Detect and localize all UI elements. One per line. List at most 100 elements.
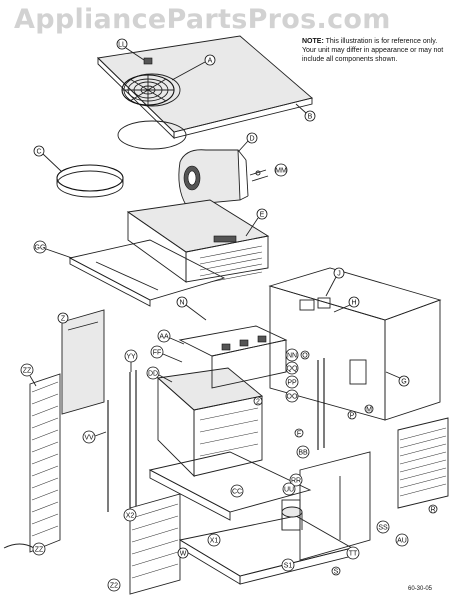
heat-exchanger bbox=[126, 199, 270, 283]
callout-pp: PP bbox=[285, 375, 299, 389]
callout-s: S bbox=[331, 566, 341, 576]
callout-x1: X1 bbox=[207, 533, 221, 547]
callout-g: G bbox=[385, 371, 410, 387]
callout-a: A bbox=[171, 54, 216, 81]
callout-zz-lower: ZZ bbox=[32, 542, 46, 556]
svg-text:R: R bbox=[430, 507, 435, 514]
svg-text:Z2: Z2 bbox=[110, 583, 118, 590]
callout-rr: RR bbox=[289, 473, 303, 487]
callout-o: O bbox=[300, 350, 310, 360]
callout-r: R bbox=[428, 504, 438, 514]
svg-text:W: W bbox=[180, 551, 187, 558]
svg-text:AA: AA bbox=[159, 334, 169, 341]
callout-c: C bbox=[33, 145, 63, 173]
left-access-panel bbox=[61, 309, 105, 415]
callout-j: J bbox=[325, 267, 345, 297]
svg-text:YY: YY bbox=[126, 354, 136, 361]
callout-bb: BB bbox=[296, 445, 310, 459]
callout-cc: CC bbox=[230, 484, 244, 498]
svg-text:F: F bbox=[297, 431, 301, 438]
compressor bbox=[281, 506, 303, 530]
note-heading: NOTE: bbox=[302, 38, 324, 45]
note-text: This illustration is for reference only.… bbox=[302, 38, 444, 63]
svg-text:RR: RR bbox=[291, 478, 301, 485]
callout-e: E bbox=[245, 208, 268, 237]
callout-ss: SS bbox=[376, 520, 390, 534]
right-lower-panel bbox=[299, 451, 371, 561]
callout-yy: YY bbox=[124, 349, 138, 372]
svg-text:SS: SS bbox=[378, 525, 388, 532]
svg-text:S1: S1 bbox=[284, 563, 293, 570]
svg-text:NN: NN bbox=[287, 353, 297, 360]
top-cover-panel bbox=[97, 35, 313, 150]
svg-text:CC: CC bbox=[232, 489, 242, 496]
control-box bbox=[178, 325, 288, 389]
svg-text:X1: X1 bbox=[210, 538, 219, 545]
callout-uu: UU bbox=[282, 482, 296, 496]
motor-bracket bbox=[249, 169, 269, 182]
callout-d: D bbox=[237, 132, 258, 153]
svg-text:X2: X2 bbox=[126, 513, 135, 520]
callout-nn: NN bbox=[285, 348, 299, 362]
watermark: AppliancePartsPros.com bbox=[14, 4, 391, 35]
callout-h: H bbox=[333, 296, 360, 313]
svg-text:UU: UU bbox=[284, 487, 294, 494]
svg-text:FF: FF bbox=[153, 350, 162, 357]
callout-oo: OO bbox=[285, 389, 299, 403]
svg-text:ZZ: ZZ bbox=[23, 368, 32, 375]
svg-text:TT: TT bbox=[349, 551, 358, 558]
svg-text:LL: LL bbox=[118, 42, 126, 49]
svg-text:E: E bbox=[260, 212, 265, 219]
svg-text:Z: Z bbox=[61, 316, 66, 323]
callout-x2: X2 bbox=[123, 508, 137, 522]
lead-line bbox=[3, 543, 35, 549]
svg-text:G: G bbox=[401, 379, 406, 386]
svg-text:P: P bbox=[350, 413, 355, 420]
svg-text:QQ: QQ bbox=[287, 366, 298, 373]
side-top-panel bbox=[68, 239, 226, 307]
svg-text:N: N bbox=[179, 300, 184, 307]
callouts: LL A B C D MM E GG J N H Z AA FF NN O YY… bbox=[20, 38, 438, 592]
callout-w: W bbox=[177, 547, 189, 559]
svg-text:PP: PP bbox=[287, 380, 297, 387]
callout-dd: DD bbox=[146, 366, 173, 383]
callout-b: B bbox=[295, 103, 316, 122]
svg-text:BB: BB bbox=[298, 450, 308, 457]
evaporator-coil bbox=[156, 367, 264, 478]
svg-text:J: J bbox=[337, 271, 341, 278]
svg-text:ZZ: ZZ bbox=[35, 547, 44, 554]
fan-grille bbox=[121, 57, 175, 106]
callout-f: F bbox=[294, 428, 304, 438]
reference-note: NOTE: This illustration is for reference… bbox=[302, 37, 452, 64]
left-condenser-coil bbox=[29, 373, 61, 553]
corner-posts bbox=[107, 358, 325, 512]
svg-text:2: 2 bbox=[256, 399, 260, 406]
svg-text:GG: GG bbox=[35, 245, 46, 252]
svg-text:C: C bbox=[36, 149, 41, 156]
callout-aa: AA bbox=[157, 329, 185, 345]
callout-s1: S1 bbox=[281, 558, 295, 572]
svg-text:S: S bbox=[334, 569, 339, 576]
svg-text:M: M bbox=[366, 407, 372, 414]
svg-text:OO: OO bbox=[287, 394, 298, 401]
callout-tt: TT bbox=[346, 546, 360, 560]
callout-m: M bbox=[364, 404, 374, 414]
svg-text:B: B bbox=[308, 114, 313, 121]
svg-text:DD: DD bbox=[148, 371, 158, 378]
side-grille bbox=[397, 417, 449, 509]
svg-text:VV: VV bbox=[84, 435, 94, 442]
drain-pan bbox=[148, 451, 312, 521]
diagram-code: 60-30-05 bbox=[408, 586, 433, 592]
callout-z2: Z2 bbox=[107, 578, 121, 592]
callout-qq: QQ bbox=[285, 361, 299, 375]
orifice-ring bbox=[56, 164, 124, 198]
right-upper-panel bbox=[268, 267, 442, 421]
callout-2: 2 bbox=[253, 396, 263, 406]
callout-z: Z bbox=[57, 312, 69, 324]
svg-text:D: D bbox=[249, 136, 254, 143]
lower-front-coil bbox=[129, 493, 181, 595]
svg-text:AU: AU bbox=[397, 538, 407, 545]
callout-p: P bbox=[347, 410, 357, 420]
callout-au: AU bbox=[395, 533, 409, 547]
